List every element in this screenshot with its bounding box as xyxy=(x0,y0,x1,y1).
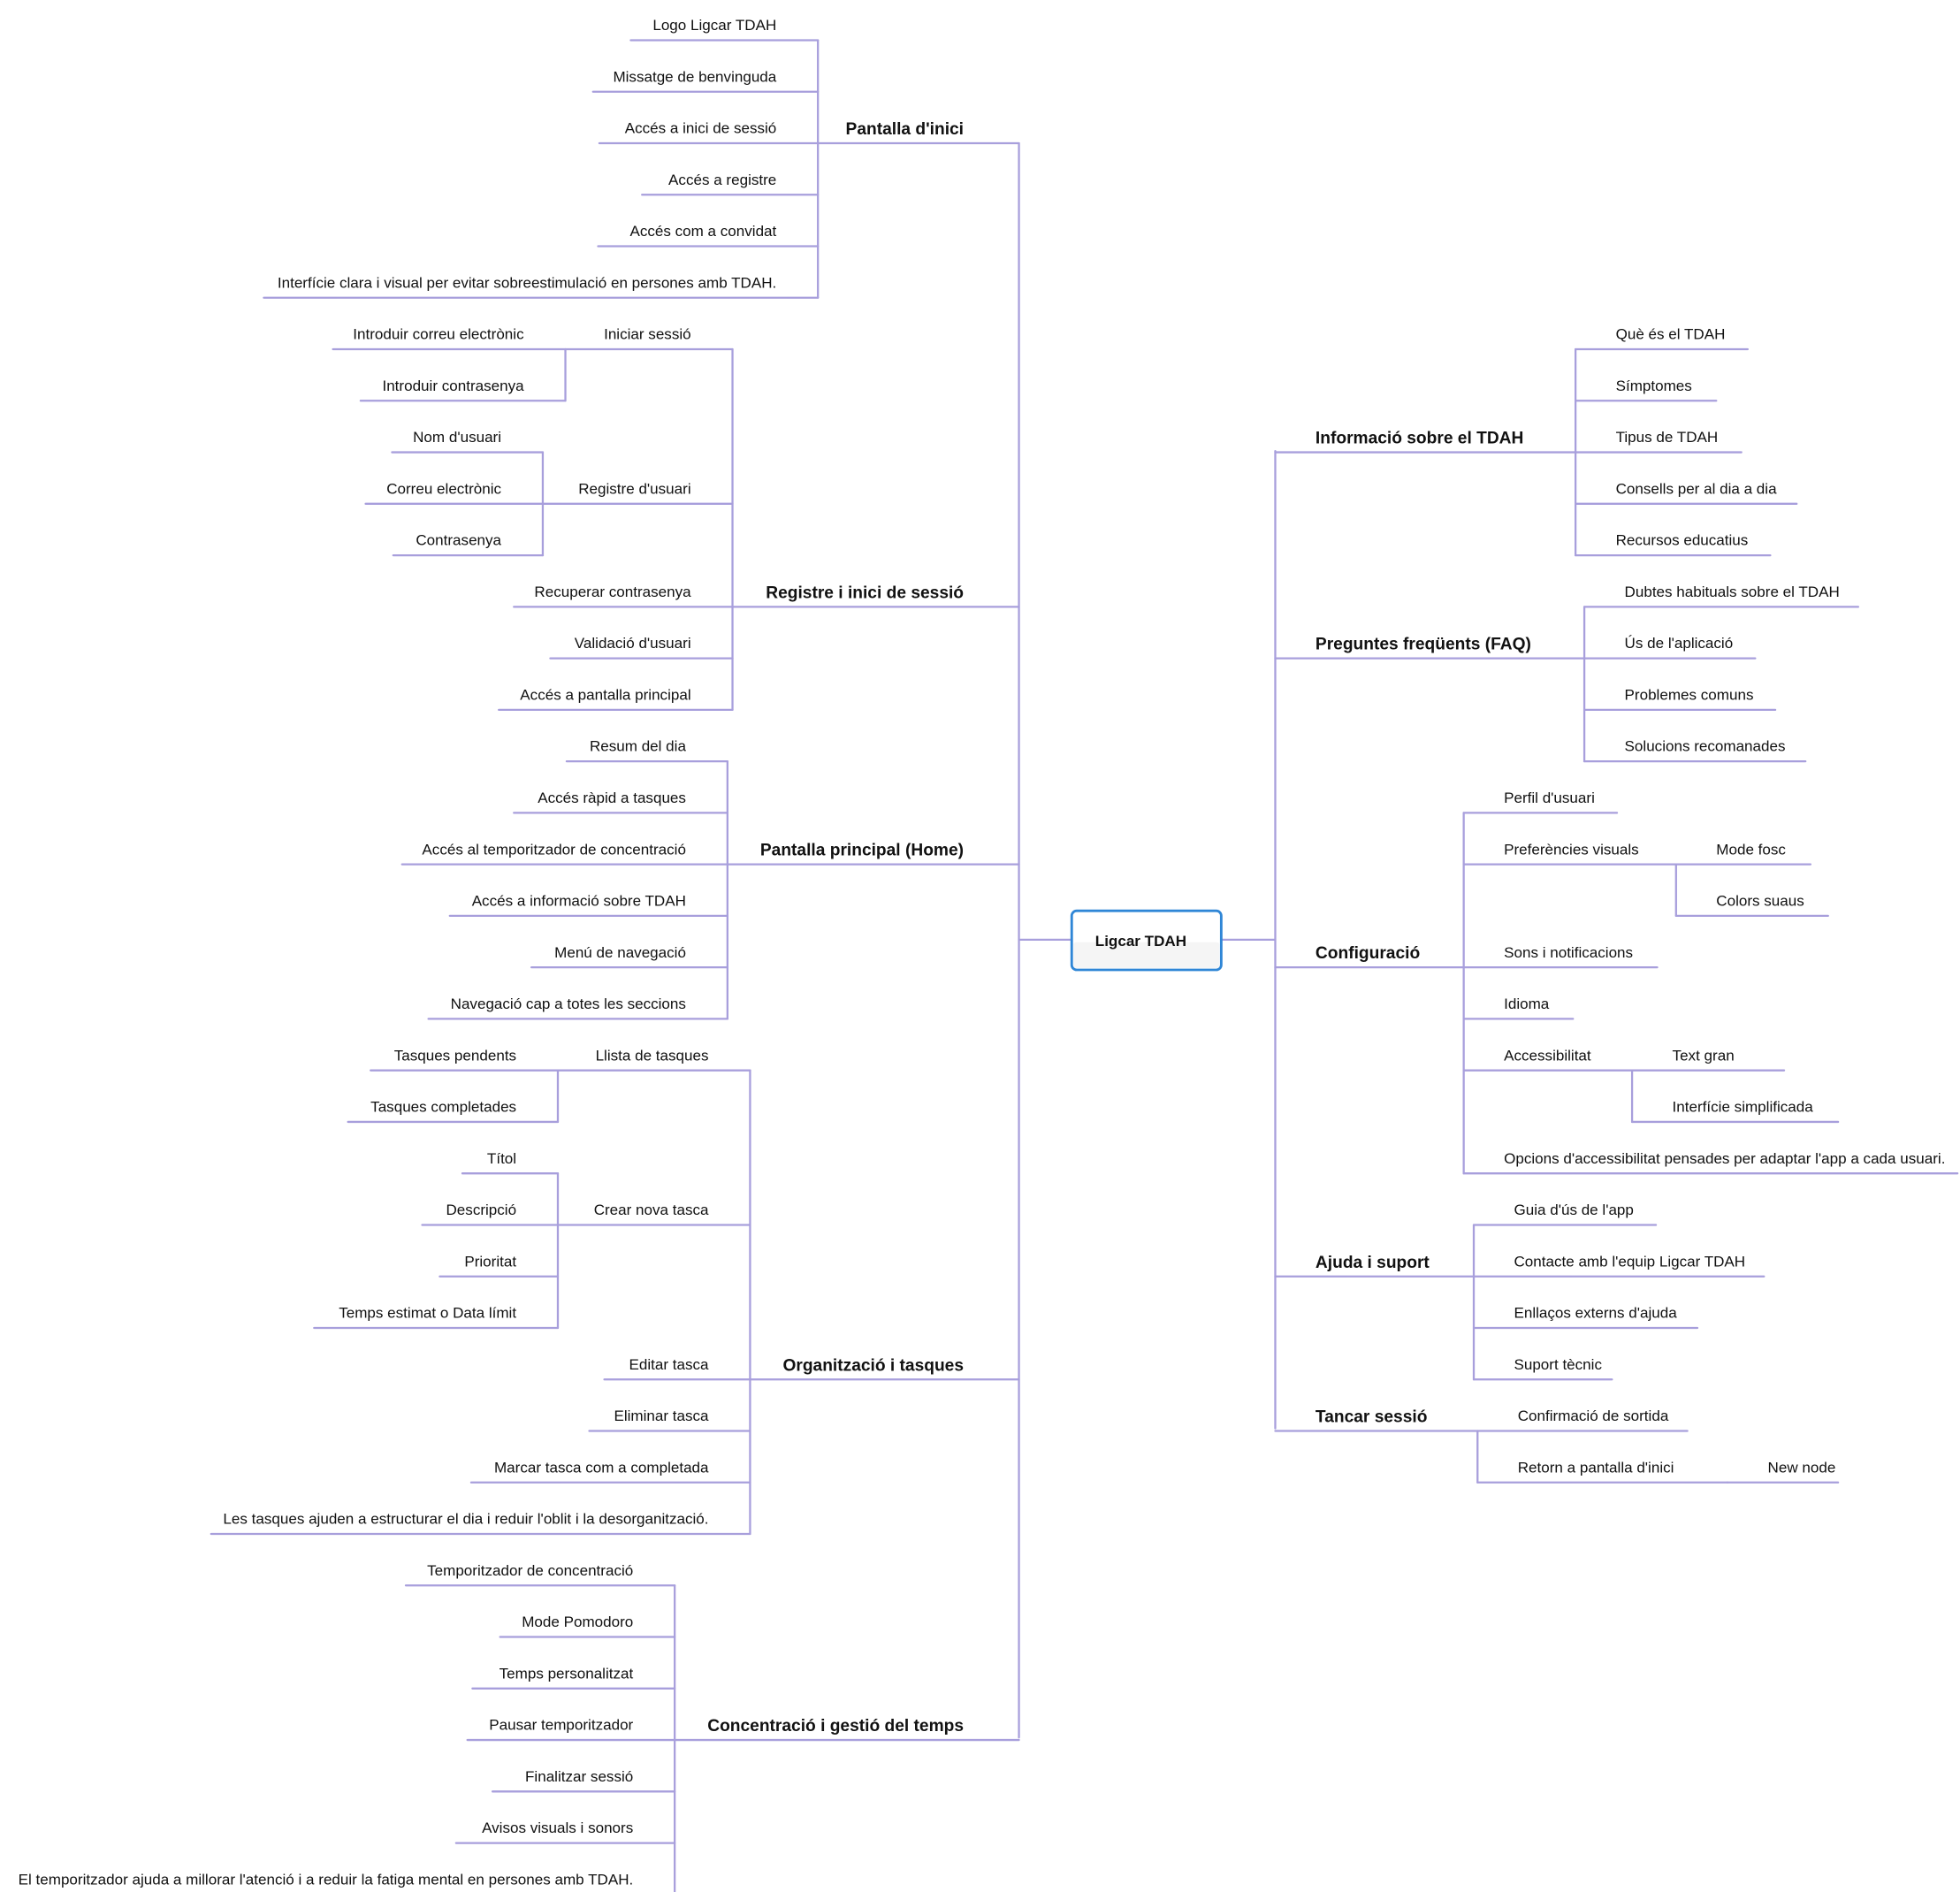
subtopic-node[interactable]: Marcar tasca com a completada xyxy=(494,1459,709,1476)
central-node-label: Ligcar TDAH xyxy=(1095,933,1186,950)
central-node-shade xyxy=(1073,942,1220,968)
subtopic-node[interactable]: Idioma xyxy=(1504,996,1550,1012)
subtopic-node[interactable]: Accés a pantalla principal xyxy=(520,686,690,703)
subtopic-node[interactable]: Colors suaus xyxy=(1716,893,1804,910)
subtopic-node[interactable]: Contrasenya xyxy=(416,532,501,549)
subtopic-node[interactable]: Tasques pendents xyxy=(394,1047,516,1064)
subtopic-node[interactable]: Interfície simplificada xyxy=(1673,1099,1814,1116)
subtopic-node[interactable]: Temps estimat o Data límit xyxy=(339,1305,516,1322)
subtopic-node[interactable]: Opcions d'accessibilitat pensades per ad… xyxy=(1504,1150,1945,1167)
subtopic-node[interactable]: Contacte amb l'equip Ligcar TDAH xyxy=(1514,1253,1745,1270)
main-topic-node[interactable]: Preguntes freqüents (FAQ) xyxy=(1316,636,1531,654)
subtopic-node[interactable]: Recuperar contrasenya xyxy=(534,584,691,600)
subtopic-node[interactable]: Missatge de benvinguda xyxy=(613,68,776,85)
subtopic-node[interactable]: Accés ràpid a tasques xyxy=(538,790,686,806)
subtopic-node[interactable]: Consells per al dia a dia xyxy=(1616,480,1777,497)
subtopic-node[interactable]: Accés al temporitzador de concentració xyxy=(422,841,686,858)
subtopic-node[interactable]: Dubtes habituals sobre el TDAH xyxy=(1625,584,1840,600)
main-topic-node[interactable]: Concentració i gestió del temps xyxy=(707,1717,964,1736)
subtopic-node[interactable]: Perfil d'usuari xyxy=(1504,790,1595,806)
subtopic-node[interactable]: Introduir contrasenya xyxy=(382,378,524,394)
connector-lines xyxy=(210,39,1959,1892)
subtopic-node[interactable]: Validació d'usuari xyxy=(575,635,691,652)
subtopic-node[interactable]: Registre d'usuari xyxy=(578,480,690,497)
subtopic-node[interactable]: Iniciar sessió xyxy=(604,326,691,343)
subtopic-node[interactable]: Títol xyxy=(487,1150,516,1167)
central-node[interactable]: Ligcar TDAH xyxy=(1018,909,1277,972)
main-topic-node[interactable]: Registre i inici de sessió xyxy=(766,584,964,602)
subtopic-node[interactable]: Les tasques ajuden a estructurar el dia … xyxy=(223,1511,708,1528)
subtopic-node[interactable]: Enllaços externs d'ajuda xyxy=(1514,1305,1677,1322)
subtopic-node[interactable]: Ús de l'aplicació xyxy=(1625,635,1734,652)
subtopic-node[interactable]: Retorn a pantalla d'inici xyxy=(1518,1459,1674,1476)
subtopic-node[interactable]: Què és el TDAH xyxy=(1616,326,1726,343)
subtopic-node[interactable]: Tasques completades xyxy=(370,1099,516,1116)
subtopic-node[interactable]: Resum del dia xyxy=(590,738,686,755)
subtopic-node[interactable]: Crear nova tasca xyxy=(594,1202,709,1218)
subtopic-node[interactable]: New node xyxy=(1768,1459,1836,1476)
subtopic-node[interactable]: Pausar temporitzador xyxy=(489,1717,633,1734)
subtopic-node[interactable]: Interfície clara i visual per evitar sob… xyxy=(278,274,776,291)
subtopic-node[interactable]: Eliminar tasca xyxy=(614,1408,709,1424)
subtopic-node[interactable]: Prioritat xyxy=(464,1253,516,1270)
subtopic-node[interactable]: Preferències visuals xyxy=(1504,841,1639,858)
subtopic-node[interactable]: Accés a informació sobre TDAH xyxy=(472,893,686,910)
subtopic-node[interactable]: Temporitzador de concentració xyxy=(427,1562,633,1579)
subtopic-node[interactable]: Introduir correu electrònic xyxy=(353,326,524,343)
subtopic-node[interactable]: Finalitzar sessió xyxy=(525,1768,633,1785)
main-topic-node[interactable]: Ajuda i suport xyxy=(1316,1254,1430,1272)
subtopic-node[interactable]: Problemes comuns xyxy=(1625,686,1754,703)
subtopic-node[interactable]: Suport tècnic xyxy=(1514,1356,1602,1373)
subtopic-node[interactable]: Accessibilitat xyxy=(1504,1047,1591,1064)
subtopic-node[interactable]: Tipus de TDAH xyxy=(1616,429,1719,446)
subtopic-node[interactable]: Accés com a convidat xyxy=(629,223,776,240)
subtopic-node[interactable]: Mode Pomodoro xyxy=(522,1614,633,1630)
subtopic-node[interactable]: Accés a registre xyxy=(668,172,776,188)
subtopic-node[interactable]: Text gran xyxy=(1673,1047,1735,1064)
subtopic-node[interactable]: Mode fosc xyxy=(1716,841,1786,858)
subtopic-node[interactable]: Navegació cap a totes les seccions xyxy=(451,996,686,1012)
main-topic-node[interactable]: Tancar sessió xyxy=(1316,1408,1427,1427)
subtopic-node[interactable]: Accés a inici de sessió xyxy=(625,120,777,137)
subtopic-node[interactable]: Nom d'usuari xyxy=(413,429,501,446)
subtopic-node[interactable]: Correu electrònic xyxy=(386,480,501,497)
main-topic-node[interactable]: Organització i tasques xyxy=(782,1356,964,1375)
main-topic-node[interactable]: Pantalla principal (Home) xyxy=(760,842,964,860)
subtopic-node[interactable]: Guia d'ús de l'app xyxy=(1514,1202,1633,1218)
subtopic-node[interactable]: Sons i notificacions xyxy=(1504,944,1633,961)
subtopic-node[interactable]: Confirmació de sortida xyxy=(1518,1408,1669,1424)
main-topic-node[interactable]: Pantalla d'inici xyxy=(846,120,964,139)
subtopic-node[interactable]: Llista de tasques xyxy=(596,1047,709,1064)
subtopic-node[interactable]: Recursos educatius xyxy=(1616,532,1749,549)
subtopic-node[interactable]: Editar tasca xyxy=(629,1356,710,1373)
subtopic-node[interactable]: Solucions recomanades xyxy=(1625,738,1786,755)
subtopic-node[interactable]: Logo Ligcar TDAH xyxy=(652,17,776,34)
subtopic-node[interactable]: Descripció xyxy=(446,1202,517,1218)
main-topic-node[interactable]: Configuració xyxy=(1316,944,1420,963)
main-topic-node[interactable]: Informació sobre el TDAH xyxy=(1316,430,1523,448)
subtopic-node[interactable]: Avisos visuals i sonors xyxy=(482,1820,633,1836)
subtopic-node[interactable]: Temps personalitzat xyxy=(500,1665,634,1682)
node-labels: Pantalla d'inici Logo Ligcar TDAH Missatge… xyxy=(19,17,1946,1888)
subtopic-node[interactable]: Menú de navegació xyxy=(554,944,686,961)
subtopic-node[interactable]: El temporitzador ajuda a millorar l'aten… xyxy=(19,1871,634,1888)
subtopic-node[interactable]: Símptomes xyxy=(1616,378,1692,394)
